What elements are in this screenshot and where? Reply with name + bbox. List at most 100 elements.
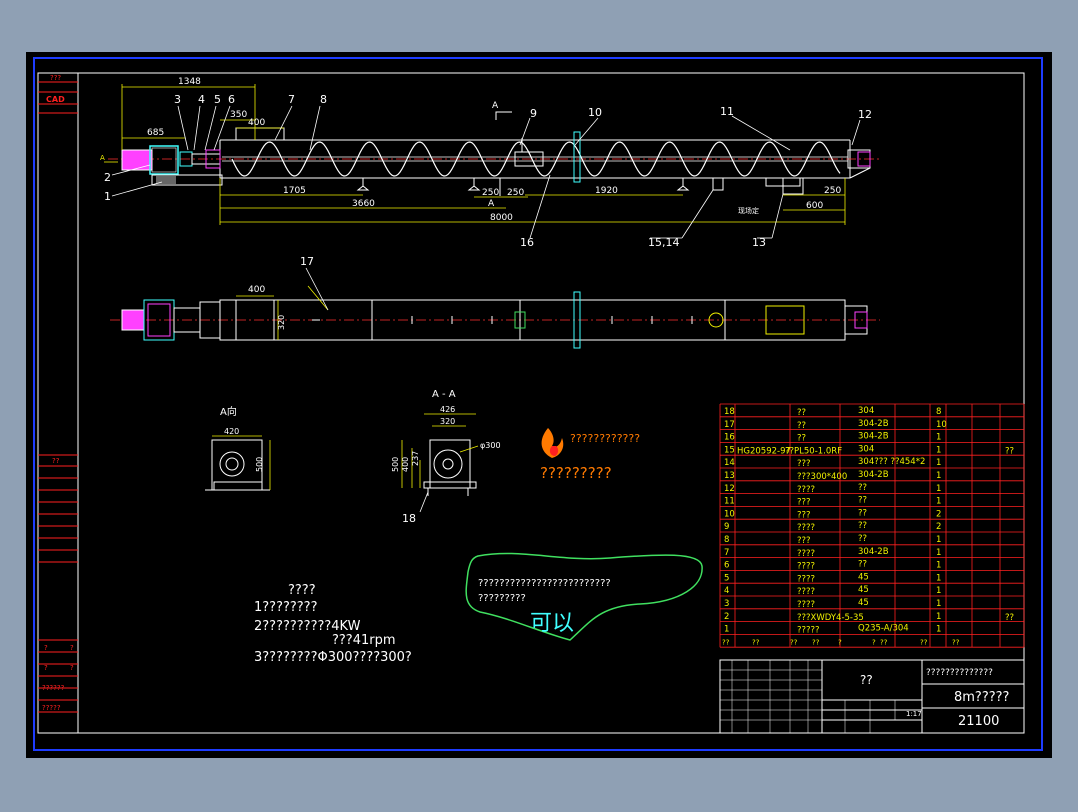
strip-bot-label-3: ? xyxy=(44,664,48,672)
bom-row-2-qty: 1 xyxy=(936,612,941,622)
bom-row-1-no: 1 xyxy=(724,625,729,635)
balloon-13: 13 xyxy=(752,236,766,249)
strip-cad-label: CAD xyxy=(46,95,65,104)
bom-row-13-name: ???300*400 xyxy=(797,472,847,482)
plan-balloon-17: 17 xyxy=(300,255,314,268)
bom-row-15-qty: 1 xyxy=(936,445,941,455)
balloon-8: 8 xyxy=(320,93,327,106)
bom-row-5-material: 45 xyxy=(858,572,869,582)
bom-row-18-material: 304 xyxy=(858,406,874,416)
bom-row-9-material: ?? xyxy=(858,521,867,531)
bom-row-11-qty: 1 xyxy=(936,497,941,507)
bom-row-3-qty: 1 xyxy=(936,599,941,609)
section-dim-426: 426 xyxy=(440,405,455,414)
notes-line1: 1???????? xyxy=(254,600,317,615)
bom-row-4-material: 45 xyxy=(858,585,869,595)
plan-motor xyxy=(121,309,145,331)
title-block xyxy=(719,659,1025,734)
bom-row-12-name: ???? xyxy=(797,485,815,495)
plan-dim-320: 320 xyxy=(277,315,286,330)
bom-row-15-material: 304 xyxy=(858,444,874,454)
bom-row-1-name: ????? xyxy=(797,626,820,636)
bom-header-2: ?? xyxy=(752,638,760,646)
bom-row-13-qty: 1 xyxy=(936,471,941,481)
bom-row-6-qty: 1 xyxy=(936,561,941,571)
dim-1705: 1705 xyxy=(283,186,306,196)
strip-mid-label: ?? xyxy=(52,457,60,465)
main-dimensions xyxy=(121,84,846,225)
view-a-title: A向 xyxy=(220,405,237,418)
bom-row-15-name: ??PL50-1.0RF xyxy=(785,446,842,456)
bom-row-15-note: ?? xyxy=(1005,446,1014,456)
bom-row-2-name: ???XWDY4-5-35 xyxy=(797,613,864,623)
bom-row-13-no: 13 xyxy=(724,471,735,481)
section-dim-320: 320 xyxy=(440,417,455,426)
bom-row-17-qty: 10 xyxy=(936,420,947,430)
bom-header-7: ? xyxy=(872,638,876,646)
balloon-leaders xyxy=(111,105,861,239)
section-dim-500: 500 xyxy=(391,457,400,472)
balloon-11: 11 xyxy=(720,105,734,118)
balloon-4: 4 xyxy=(198,93,205,106)
bom-row-12-qty: 1 xyxy=(936,484,941,494)
dim-1920: 1920 xyxy=(595,186,618,196)
site-note: 现场定 xyxy=(738,206,759,215)
bom-row-2-no: 2 xyxy=(724,612,729,622)
bom-row-8-material: ?? xyxy=(858,534,867,544)
bom-row-9-no: 9 xyxy=(724,522,729,532)
cloud-line1: ????????????????????????? xyxy=(478,578,611,589)
logo-text-line2: ????????? xyxy=(540,464,612,482)
dim-250-c: 250 xyxy=(824,186,841,196)
bom-header-10: ?? xyxy=(952,638,960,646)
outer-frame xyxy=(33,57,1043,751)
strip-bot-label-6: ????? xyxy=(42,704,61,712)
bom-row-12-material: ?? xyxy=(858,483,867,493)
view-arrow-a: A xyxy=(100,154,105,162)
motor xyxy=(121,149,153,171)
bom-header-8: ?? xyxy=(880,638,888,646)
section-dim-400: 400 xyxy=(401,457,410,472)
bom-row-5-name: ???? xyxy=(797,574,815,584)
bom-row-3-material: 45 xyxy=(858,598,869,608)
title-block-grid xyxy=(720,660,896,733)
bom-row-10-no: 10 xyxy=(724,509,735,519)
bom-row-14-no: 14 xyxy=(724,458,735,468)
bom-row-18-name: ?? xyxy=(797,408,806,418)
paper xyxy=(26,52,1052,758)
balloon-6: 6 xyxy=(228,93,235,106)
bom-row-14-qty: 1 xyxy=(936,458,941,468)
balloon-15-14: 15,14 xyxy=(648,236,680,249)
dim-3660: 3660 xyxy=(352,199,375,209)
balloon-9: 9 xyxy=(530,107,537,120)
main-elevation-view xyxy=(108,127,880,196)
bom-row-15-std: HG20592-97 xyxy=(737,446,791,456)
bom-row-7-material: 304-2B xyxy=(858,547,889,557)
plan-dim-400: 400 xyxy=(248,285,265,295)
bom-row-4-name: ???? xyxy=(797,587,815,597)
bom-row-18-qty: 8 xyxy=(936,407,941,417)
title-scale: 1:17 xyxy=(906,710,922,718)
title-company: ?????????????? xyxy=(926,668,993,678)
bom-row-11-material: ?? xyxy=(858,496,867,506)
flame-logo-icon xyxy=(541,428,564,458)
cloud-handwriting: 可以 xyxy=(530,611,574,636)
balloon-5: 5 xyxy=(214,93,221,106)
bom-row-17-no: 17 xyxy=(724,420,735,430)
section-aa-title: A - A xyxy=(432,389,456,400)
dim-250-b: 250 xyxy=(507,188,524,198)
bom-row-5-qty: 1 xyxy=(936,573,941,583)
bom-row-13-material: 304-2B xyxy=(858,470,889,480)
dim-250-a: 250 xyxy=(482,188,499,198)
bom-row-11-name: ??? xyxy=(797,498,811,508)
balloon-12: 12 xyxy=(858,108,872,121)
notes-line3: ???41rpm xyxy=(332,633,396,648)
strip-bot-label-2: ? xyxy=(70,644,74,652)
bom-row-6-material: ?? xyxy=(858,560,867,570)
bom-row-16-material: 304-2B xyxy=(858,432,889,442)
dim-600: 600 xyxy=(806,201,823,211)
bom-row-9-name: ???? xyxy=(797,523,815,533)
dim-350: 350 xyxy=(230,110,247,120)
